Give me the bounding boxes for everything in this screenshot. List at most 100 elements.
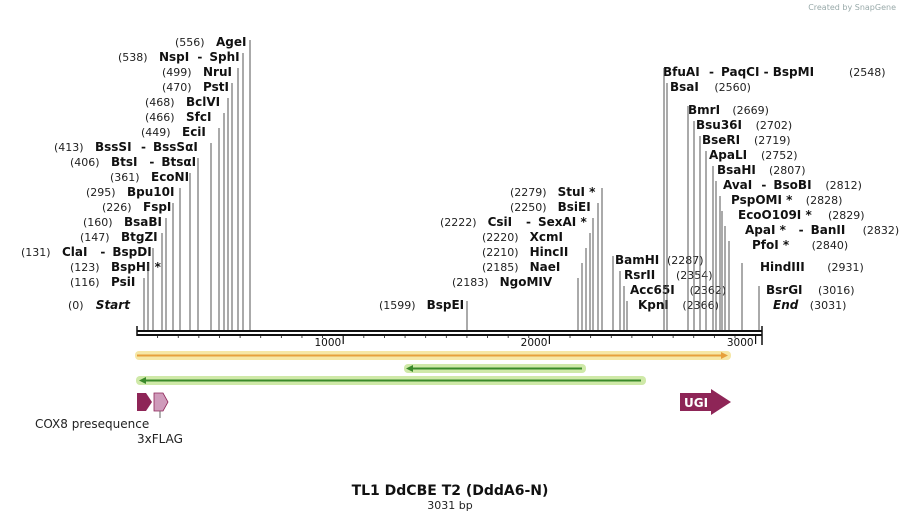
site-label: PfoI * (2840) (728, 238, 849, 330)
site-name: AgeI (216, 35, 246, 49)
site-label: (466)SfcI (145, 110, 225, 330)
site-name: ApaI * (745, 223, 787, 237)
site-position: (2807) (769, 164, 806, 177)
site-label: (147) BtgZI (80, 230, 163, 330)
site-position: (131) (21, 246, 51, 259)
site-label: (295)Bpu10I (86, 185, 181, 330)
site-separator: - (149, 155, 154, 169)
orange-feature-arrowhead (721, 352, 728, 359)
site-position: (2560) (714, 81, 751, 94)
site-label: (2250)BsiEI (510, 200, 599, 330)
site-label: (131)ClaI-BspDI (21, 245, 154, 330)
site-separator: - (197, 50, 202, 64)
site-label: RsrII(2354) (619, 268, 713, 330)
site-name-alt: SphI (209, 50, 239, 64)
site-label: (0) Start (68, 298, 131, 312)
site-position: (2752) (761, 149, 798, 162)
site-position: (468) (145, 96, 175, 109)
site-position: (499) (162, 66, 192, 79)
site-name: PsiI (111, 275, 135, 289)
site-position: (3031) (810, 299, 847, 312)
flag-feature-label: 3xFLAG (137, 432, 183, 446)
site-name: BsiEI (558, 200, 591, 214)
site-name: BsaHI (717, 163, 756, 177)
site-name: BsaI (670, 80, 699, 94)
site-label: (226) FspI (102, 200, 174, 330)
site-name: ClaI (62, 245, 87, 259)
site-name: CsiI (488, 215, 513, 229)
cox8-feature-label: COX8 presequence (35, 417, 149, 431)
site-label: (2279)StuI * (510, 185, 603, 330)
site-name: XcmI (530, 230, 563, 244)
site-name: BssSI (95, 140, 132, 154)
site-name: Start (96, 298, 131, 312)
site-name: EcoNI (151, 170, 189, 184)
site-separator: - (709, 65, 714, 79)
site-position: (123) (70, 261, 100, 274)
site-label: (361) EcoNI (110, 170, 191, 330)
site-separator: - (761, 178, 766, 192)
site-name: BfuAI (663, 65, 700, 79)
site-name: BsrGI (766, 283, 803, 297)
site-position: (2812) (825, 179, 862, 192)
green-feature-arrowhead (139, 377, 146, 384)
site-position: (160) (83, 216, 113, 229)
site-label: (2210)HincII (482, 245, 587, 330)
site-name: HindIII (760, 260, 805, 274)
site-name: PfoI * (752, 238, 790, 252)
site-label: ApaLI (2752) (705, 148, 798, 330)
flag-feature-arrow (153, 392, 169, 412)
site-position: (0) (68, 299, 84, 312)
site-label: BfuAI-PaqCI - BspMI(2548) (663, 65, 886, 330)
site-name: ApaLI (709, 148, 747, 162)
site-label: (2185)NaeI (482, 260, 583, 330)
site-name-alt: BssSαI (153, 140, 198, 154)
site-label: AvaI-BsoBI (2812) (715, 178, 862, 330)
site-name: BtgZI (121, 230, 158, 244)
site-name: Bsu36I (696, 118, 742, 132)
site-position: (2840) (812, 239, 849, 252)
site-name-alt: BsoBI (773, 178, 811, 192)
site-separator: - (526, 215, 531, 229)
site-position: (449) (141, 126, 171, 139)
site-separator: - (100, 245, 105, 259)
cox8-feature-arrow (137, 393, 152, 411)
site-name: AvaI (723, 178, 752, 192)
site-position: (2362) (690, 284, 727, 297)
ugi-feature-arrow (680, 389, 731, 415)
site-name-alt: PaqCI - BspMI (721, 65, 814, 79)
site-position: (116) (70, 276, 100, 289)
site-position: (226) (102, 201, 132, 214)
site-name: Acc65I (630, 283, 675, 297)
site-position: (2222) (440, 216, 477, 229)
site-label: Bsu36I(2702) (693, 118, 792, 330)
site-label: End (3031) (773, 298, 846, 312)
site-name: NspI (159, 50, 189, 64)
site-name: FspI (143, 200, 171, 214)
site-name: PstI (203, 80, 229, 94)
site-position: (2828) (806, 194, 843, 207)
site-label: (123)BspHI * (70, 260, 162, 330)
site-position: (2279) (510, 186, 547, 199)
site-name: End (773, 298, 799, 312)
site-label: (470)PstI (162, 80, 233, 330)
site-position: (2210) (482, 246, 519, 259)
site-position: (147) (80, 231, 110, 244)
site-label: (116) PsiI (70, 275, 145, 330)
site-name: RsrII (624, 268, 655, 282)
site-name: SfcI (186, 110, 211, 124)
site-name: KpnI (638, 298, 669, 312)
site-label: (160)BsaBI (83, 215, 167, 330)
site-position: (413) (54, 141, 84, 154)
scale-tick-label: 2000 (521, 337, 548, 349)
site-position: (361) (110, 171, 140, 184)
site-position: (2832) (863, 224, 900, 237)
map-length: 3031 bp (427, 499, 472, 512)
site-separator: - (141, 140, 146, 154)
site-label: (538)NspI-SphI (118, 50, 244, 330)
site-name: BmrI (688, 103, 720, 117)
map-title: TL1 DdCBE T2 (DddA6-N) (352, 483, 549, 499)
site-name: PspOMI * (731, 193, 793, 207)
site-position: (556) (175, 36, 205, 49)
site-label: (406)BtsI-BtsαI (70, 155, 199, 330)
